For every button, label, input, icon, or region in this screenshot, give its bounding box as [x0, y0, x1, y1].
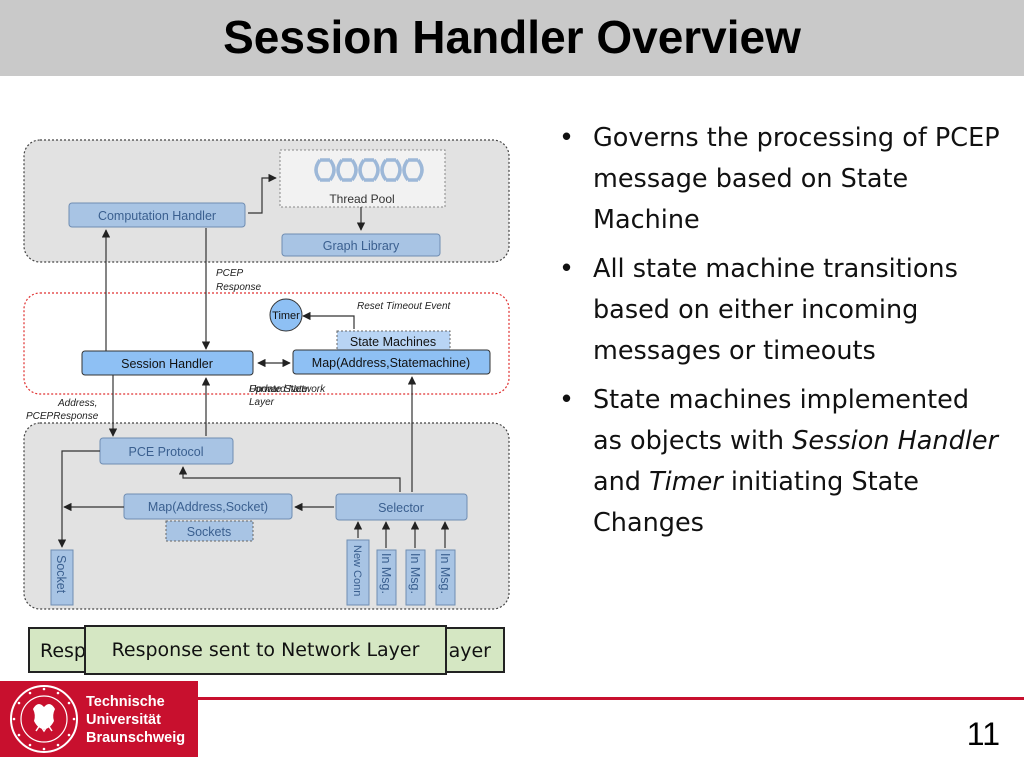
selector-box [335, 493, 468, 521]
in-msg-label-3: In Msg. [438, 553, 452, 594]
connectors [57, 173, 450, 548]
in-msg-box-1 [376, 549, 397, 606]
pce-protocol-label: PCE Protocol [128, 445, 203, 459]
state-machines-label: State Machines [350, 335, 436, 349]
computation-handler-box [68, 202, 246, 228]
pcepresponse-label: PCEPResponse [26, 411, 99, 422]
thread-pool-label: Thread Pool [329, 192, 394, 206]
timer-circle [269, 298, 303, 332]
response-box-front: Response sent to Network Layer [84, 625, 447, 675]
university-name-line-3: Braunschweig [86, 730, 186, 746]
university-logo [0, 681, 198, 757]
timer-label: Timer [272, 310, 300, 322]
response-label: Response [216, 282, 261, 293]
page-number: 11 [966, 716, 1000, 752]
slide-title: Session Handler Overview [223, 11, 801, 63]
reset-timeout-label: Reset Timeout Event [357, 301, 452, 312]
footer-line [198, 697, 1024, 700]
in-msg-label-1: In Msg. [379, 553, 393, 594]
socket-vertical-box [50, 549, 74, 606]
in-msg-box-3 [435, 549, 456, 606]
university-name-line-1: Technische [86, 694, 165, 710]
selector-label: Selector [378, 501, 424, 515]
new-conn-label: New Conn [351, 545, 363, 596]
statemachine-map-box [292, 349, 491, 375]
university-name-line-2: Universität [86, 712, 161, 728]
sockets-box [165, 520, 254, 542]
in-msg-box-2 [405, 549, 426, 606]
university-seal-icon [10, 685, 78, 753]
bullet-item-1: Governs the processing of PCEP message b… [555, 118, 1005, 241]
response-back-left: Resp [40, 640, 86, 662]
statemachine-map-label: Map(Address,Statemachine) [312, 356, 470, 370]
pcep-label: PCEP [216, 268, 244, 279]
sockets-label: Sockets [187, 525, 231, 539]
forward-network-label: Forward Network [249, 384, 326, 395]
computation-handler-label: Computation Handler [98, 209, 216, 223]
bullet-3-text-c: initiating State Changes [593, 467, 919, 538]
session-handler-label: Session Handler [121, 357, 213, 371]
bullet-list: Governs the processing of PCEP message b… [555, 118, 1005, 552]
new-conn-box [346, 539, 370, 606]
university-name: Technische Universität Braunschweig [86, 693, 185, 747]
socket-map-label: Map(Address,Socket) [148, 500, 268, 514]
thread-icons [314, 158, 424, 182]
bullet-3-text-b: and [593, 467, 650, 497]
bullet-item-2: All state machine transitions based on e… [555, 249, 1005, 372]
graph-library-label: Graph Library [323, 239, 400, 253]
bullet-3-timer: Timer [649, 467, 723, 497]
graph-library-box [281, 233, 441, 257]
bullet-item-3: State machines implemented as objects wi… [555, 380, 1005, 544]
title-bar [0, 0, 1024, 76]
in-msg-label-2: In Msg. [408, 553, 422, 594]
session-handler-box [81, 350, 254, 376]
response-back-right: ayer [448, 640, 491, 662]
bullet-3-text-a: State machines implemented as objects wi… [593, 385, 970, 456]
socket-vertical-label: Socket [54, 555, 68, 594]
update-state-label: Update State [249, 384, 308, 395]
address-label: Address, [57, 398, 97, 409]
layer-label: Layer [249, 397, 275, 408]
bullet-3-session-handler: Session Handler [792, 426, 999, 456]
